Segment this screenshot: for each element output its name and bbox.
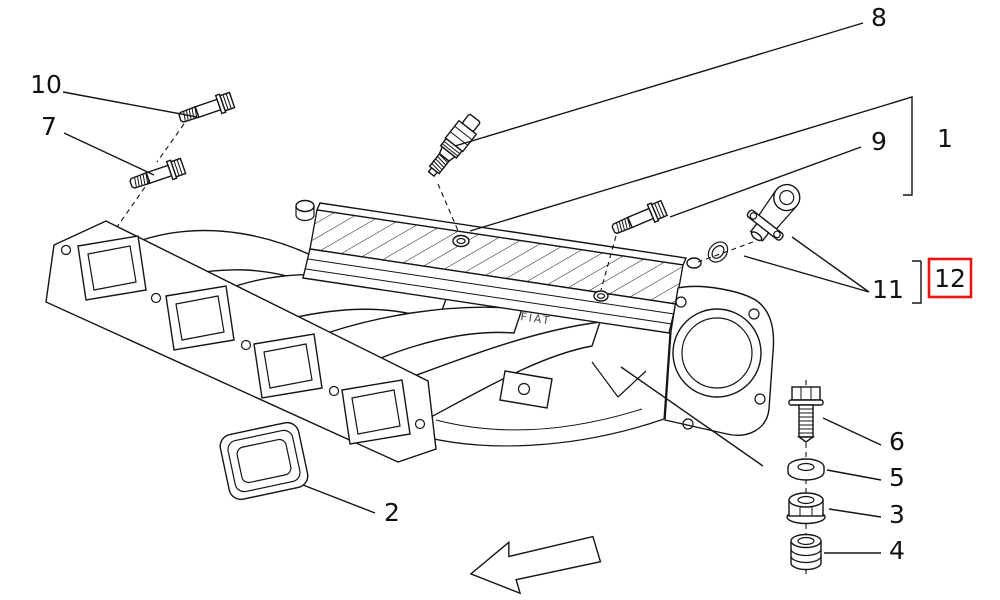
callouts: 8 10 7 9 1 11 12 2 6 5 3 4	[30, 3, 973, 565]
nut-3	[786, 492, 826, 525]
o-ring-11	[707, 241, 729, 263]
port-3	[253, 333, 323, 399]
filler-neck-body	[295, 206, 315, 222]
throttle-bolt-hole	[754, 393, 766, 405]
leader-11-b	[791, 236, 870, 293]
callout-9[interactable]: 9	[871, 127, 887, 156]
callout-3[interactable]: 3	[889, 500, 905, 529]
callout-7[interactable]: 7	[41, 112, 57, 141]
port-1	[77, 235, 147, 301]
flange-bolt-hole	[414, 418, 426, 430]
throttle-bolt-hole	[682, 418, 694, 430]
callout-2[interactable]: 2	[384, 498, 400, 527]
sensor-boss	[452, 234, 470, 248]
bracket-12	[912, 260, 922, 304]
filler-neck	[295, 199, 315, 213]
bolt-7	[129, 157, 187, 189]
callout-11[interactable]: 11	[872, 275, 904, 304]
leader-1-bracket	[469, 96, 913, 232]
callout-1[interactable]: 1	[937, 124, 953, 153]
flange-bolt-hole	[60, 244, 72, 256]
bolt-boss-hole	[596, 293, 606, 299]
flange-bolt-hole	[328, 385, 340, 397]
callout-10[interactable]: 10	[30, 70, 62, 99]
port-1-inner	[87, 245, 137, 291]
mounting-bracket	[499, 370, 553, 409]
sensor-8	[427, 113, 481, 178]
manifold-bottom-edge	[403, 418, 665, 447]
leader-5	[826, 469, 882, 481]
manifold-right-edge	[663, 331, 671, 420]
bushing-4	[790, 533, 822, 571]
leader-10	[62, 91, 198, 118]
cast-brand-mark: FIAT	[520, 310, 553, 327]
throttle-bolt-hole	[748, 308, 760, 320]
throttle-bore-inner	[681, 317, 753, 389]
gusset-lines	[591, 361, 647, 398]
plenum-face-ribs	[305, 258, 675, 325]
callout-8[interactable]: 8	[871, 3, 887, 32]
plenum-front-face	[302, 248, 677, 334]
bracket-hole	[517, 382, 531, 396]
leader-lines	[62, 22, 922, 554]
callout-6[interactable]: 6	[889, 427, 905, 456]
manifold-bottom-inner	[435, 408, 643, 431]
leader-11-a	[743, 255, 870, 293]
washer-5	[787, 458, 825, 481]
port-4	[341, 379, 411, 445]
bolt-boss	[593, 290, 609, 302]
bolt-9	[611, 199, 669, 235]
hardware-stack	[786, 380, 826, 574]
leader-3	[828, 508, 882, 518]
flange-bolt-hole	[240, 339, 252, 351]
bolt-9-axis	[600, 235, 617, 291]
bolt-6	[788, 386, 824, 443]
bolt-7-axis	[116, 179, 151, 228]
callout-4[interactable]: 4	[889, 536, 905, 565]
leader-7	[63, 132, 155, 176]
throttle-bore-outer	[672, 308, 762, 398]
port-4-inner	[351, 389, 401, 435]
port-3-inner	[263, 343, 313, 389]
gasket-seal	[219, 421, 309, 501]
highlight-box-12	[927, 257, 973, 299]
callout-12[interactable]: 12	[934, 264, 966, 293]
bolt-10	[178, 91, 236, 123]
valve-boss	[686, 257, 702, 269]
port-2-inner	[175, 295, 225, 341]
bolt-10-axis	[156, 123, 185, 163]
callout-5[interactable]: 5	[889, 463, 905, 492]
idle-valve	[746, 183, 801, 242]
leader-9	[669, 146, 862, 218]
assembly-axes	[116, 123, 754, 291]
leader-stud-location	[620, 366, 764, 467]
port-2	[165, 285, 235, 351]
leader-6	[822, 417, 882, 446]
runner-4	[397, 321, 602, 433]
valve-axis	[697, 241, 754, 263]
leader-2	[302, 484, 376, 514]
sensor-boss-hole	[456, 237, 466, 245]
leader-8	[454, 22, 864, 147]
throttle-bolt-hole	[675, 296, 687, 308]
flange-bolt-hole	[150, 292, 162, 304]
direction-arrow-icon	[469, 535, 602, 595]
intake-manifold-body: FIAT	[45, 199, 775, 463]
